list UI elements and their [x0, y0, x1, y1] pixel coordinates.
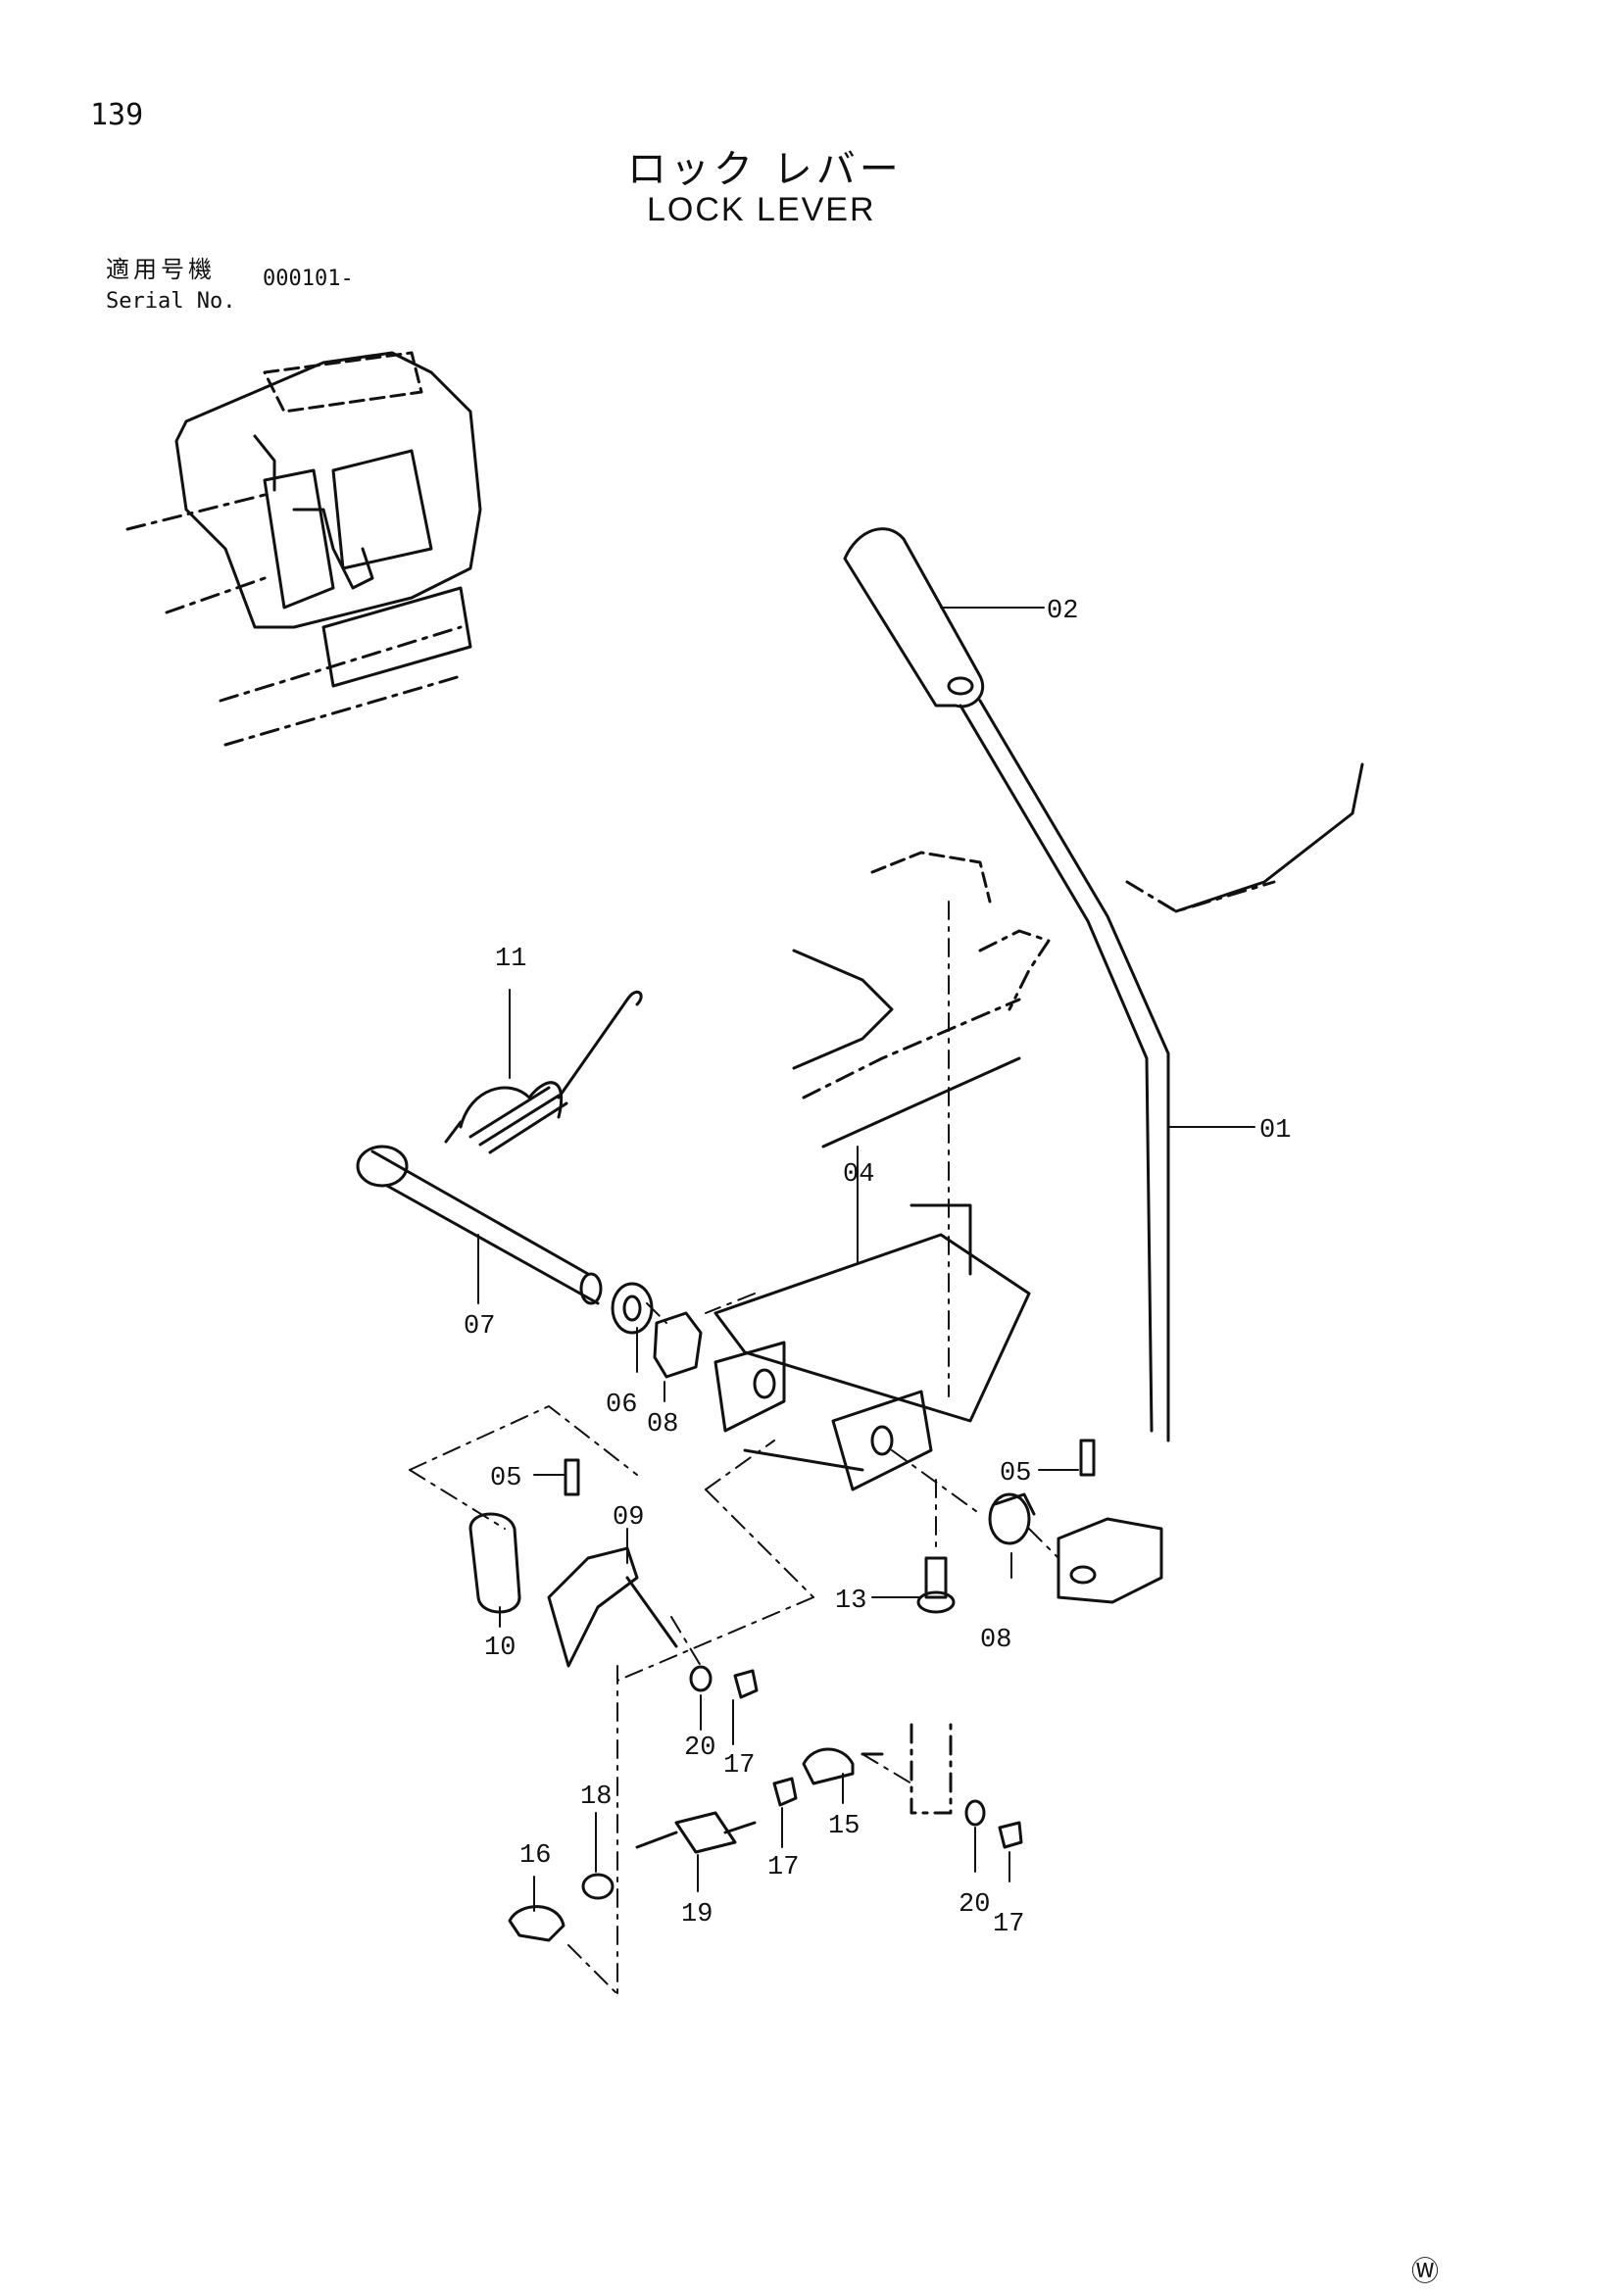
assembly-guide-lines [409, 901, 1059, 1995]
part-label-05-right: 05 [1000, 1459, 1031, 1489]
page-number: 139 [90, 98, 144, 132]
part-label-08-right: 08 [980, 1626, 1011, 1655]
part-label-17-middle: 17 [767, 1853, 799, 1882]
part-13-bolt [916, 1556, 956, 1614]
part-09-lever-arm [547, 1546, 678, 1668]
floor-plate-outline [792, 762, 1364, 1148]
publisher-mark: Ⓦ [1411, 2255, 1440, 2287]
serial-label: Serial No. [106, 289, 236, 314]
part-number-labels: 02 01 04 11 07 06 08 08 05 05 09 10 13 2… [464, 597, 1291, 1939]
part-label-16: 16 [519, 1841, 551, 1871]
part-label-09: 09 [613, 1503, 644, 1533]
part-label-08-left: 08 [647, 1410, 678, 1440]
part-label-11: 11 [495, 945, 526, 974]
part-07-shaft [356, 1145, 603, 1305]
part-05-pin [564, 1439, 1096, 1496]
part-06-washer [611, 1282, 654, 1335]
part-10-collar [468, 1512, 521, 1614]
part-label-02: 02 [1047, 597, 1078, 626]
part-label-20-left: 20 [684, 1734, 715, 1763]
part-label-20-right: 20 [959, 1890, 990, 1920]
part-label-15: 15 [828, 1812, 860, 1841]
part-label-07: 07 [464, 1312, 495, 1342]
part-label-17-upper: 17 [723, 1751, 755, 1781]
part-11-spring [444, 990, 643, 1154]
part-04-bracket [713, 1203, 1031, 1491]
leader-lines [477, 607, 1255, 1912]
page-title: LOCK LEVER [647, 191, 876, 228]
part-02-grip [843, 527, 984, 708]
part-label-19: 19 [681, 1900, 713, 1930]
part-label-05-left: 05 [490, 1464, 521, 1493]
part-label-13: 13 [835, 1587, 866, 1616]
part-label-04: 04 [843, 1160, 874, 1190]
part-label-10: 10 [484, 1634, 516, 1663]
part-label-18: 18 [580, 1783, 612, 1812]
page-title-japanese: ロック レバー [627, 147, 903, 192]
serial-number-value: 000101- [263, 267, 354, 291]
cab-overview-illustration [125, 351, 482, 747]
part-01-lever [959, 699, 1170, 1604]
part-label-06: 06 [606, 1391, 637, 1420]
linkage-hardware [508, 1665, 1023, 1942]
part-label-01: 01 [1259, 1116, 1291, 1146]
part-08-bushing [653, 1311, 1036, 1545]
serial-label-japanese: 適用号機 [106, 256, 216, 283]
part-label-17-lower: 17 [993, 1910, 1024, 1939]
